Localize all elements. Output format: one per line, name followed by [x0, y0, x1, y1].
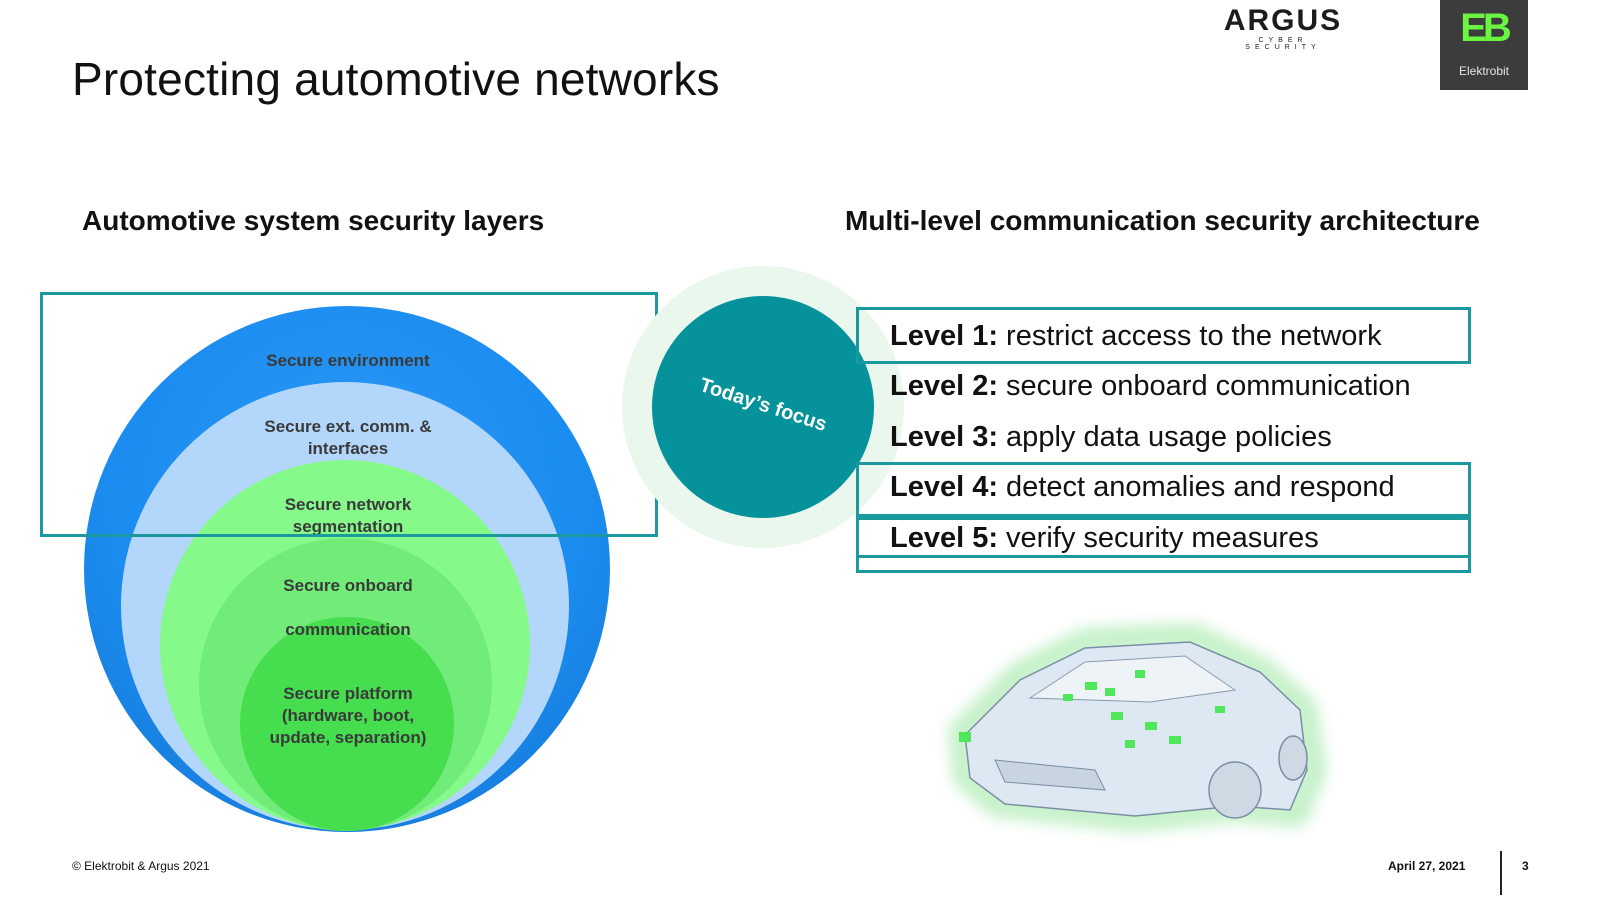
layer-label-platform: Secure platform (hardware, boot, update,… [269, 684, 427, 747]
layer-label-ext-comm: Secure ext. comm. & interfaces [264, 417, 432, 458]
level-5-box [856, 517, 1471, 573]
level-5-text: verify security measures [998, 522, 1319, 554]
level-5-item: Level 5: verify security measures [890, 522, 1319, 555]
layer-platform-circle [240, 617, 454, 831]
focus-circle: Today’s focus [652, 296, 874, 518]
car-ecu-nodes [959, 670, 1225, 748]
level-1-number: Level 1: [890, 320, 998, 352]
argus-name: ARGUS [1223, 4, 1343, 37]
elektrobit-logo: EB Elektrobit [1440, 0, 1528, 90]
car-windshield [1028, 655, 1237, 703]
car-front-wheel [1208, 761, 1262, 819]
level-4-text: detect anomalies and respond [998, 471, 1395, 503]
level-1-box [856, 307, 1471, 364]
layer-label-network: Secure network segmentation [284, 495, 412, 536]
footer-divider [1500, 851, 1502, 895]
right-heading: Multi-level communication security archi… [845, 205, 1480, 236]
level-1-text: restrict access to the network [998, 320, 1382, 352]
level-2-item: Level 2: secure onboard communication [890, 370, 1411, 403]
level-4-number: Level 4: [890, 471, 998, 503]
layer-label-onboard-2: communication [285, 620, 411, 639]
footer-copyright: © Elektrobit & Argus 2021 [72, 859, 210, 873]
focus-highlight-box-left [40, 292, 658, 537]
level-1-item: Level 1: restrict access to the network [890, 320, 1382, 353]
argus-logo: ARGUS CYBER SECURITY [1218, 4, 1348, 52]
argus-tagline: CYBER SECURITY [1245, 37, 1321, 51]
level-3-item: Level 3: apply data usage policies [890, 421, 1332, 454]
slide-title: Protecting automotive networks [72, 53, 720, 105]
level-4-box [856, 462, 1471, 517]
focus-label: Today’s focus [696, 374, 830, 436]
car-illustration [949, 624, 1326, 831]
car-grille [994, 759, 1106, 791]
level-5-number: Level 5: [890, 522, 998, 554]
level-3-text: apply data usage policies [998, 421, 1332, 453]
level-2-number: Level 2: [890, 370, 998, 402]
level-5-box-divider [856, 555, 1471, 558]
layer-label-onboard-1: Secure onboard [283, 576, 413, 595]
eb-mark: EB [1460, 6, 1512, 50]
layer-label-environment: Secure environment [266, 351, 430, 370]
level-3-number: Level 3: [890, 421, 998, 453]
car-rear-wheel [1278, 735, 1308, 781]
level-4-item: Level 4: detect anomalies and respond [890, 471, 1395, 504]
footer-page-number: 3 [1522, 859, 1529, 873]
eb-name: Elektrobit [1458, 64, 1510, 78]
footer-date: April 27, 2021 [1388, 859, 1466, 873]
left-heading: Automotive system security layers [82, 205, 545, 236]
level-2-text: secure onboard communication [998, 370, 1411, 402]
